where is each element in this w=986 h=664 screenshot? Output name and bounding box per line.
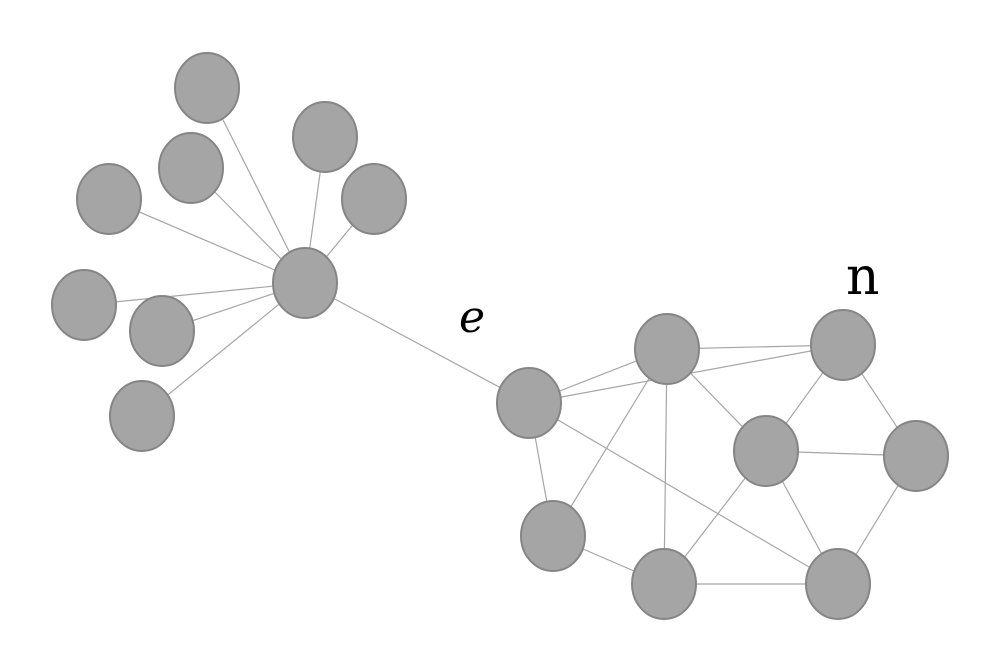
node-c-mid: [733, 415, 799, 487]
node-leaf-2: [292, 101, 358, 173]
node-leaf-6: [51, 269, 117, 341]
node-hub: [272, 247, 338, 319]
edge-label-e: e: [459, 292, 485, 343]
node-leaf-5: [76, 163, 142, 235]
node-leaf-8: [109, 380, 175, 452]
node-c-right: [883, 420, 949, 492]
edge-bridge-c-bottom-right: [528, 402, 839, 585]
node-leaf-7: [129, 295, 195, 367]
edge-c-top-c-bottom-left: [552, 348, 668, 537]
node-c-bottom-right: [805, 548, 871, 620]
edge-hub-leaf-1: [206, 87, 306, 284]
nodes-layer: [51, 52, 949, 620]
node-bridge: [496, 367, 562, 439]
node-n-node: [810, 309, 876, 381]
node-leaf-1: [174, 52, 240, 124]
edge-hub-leaf-5: [108, 198, 306, 284]
edge-hub-leaf-8: [141, 282, 306, 417]
node-leaf-4: [341, 163, 407, 235]
node-c-top: [634, 313, 700, 385]
node-label-n: n: [846, 247, 880, 307]
edge-hub-bridge: [304, 282, 530, 404]
edge-c-top-c-bottom: [663, 348, 668, 585]
node-leaf-3: [158, 132, 224, 204]
node-c-bottom: [631, 548, 697, 620]
edge-hub-leaf-6: [83, 282, 306, 306]
node-c-bottom-left: [520, 500, 586, 572]
